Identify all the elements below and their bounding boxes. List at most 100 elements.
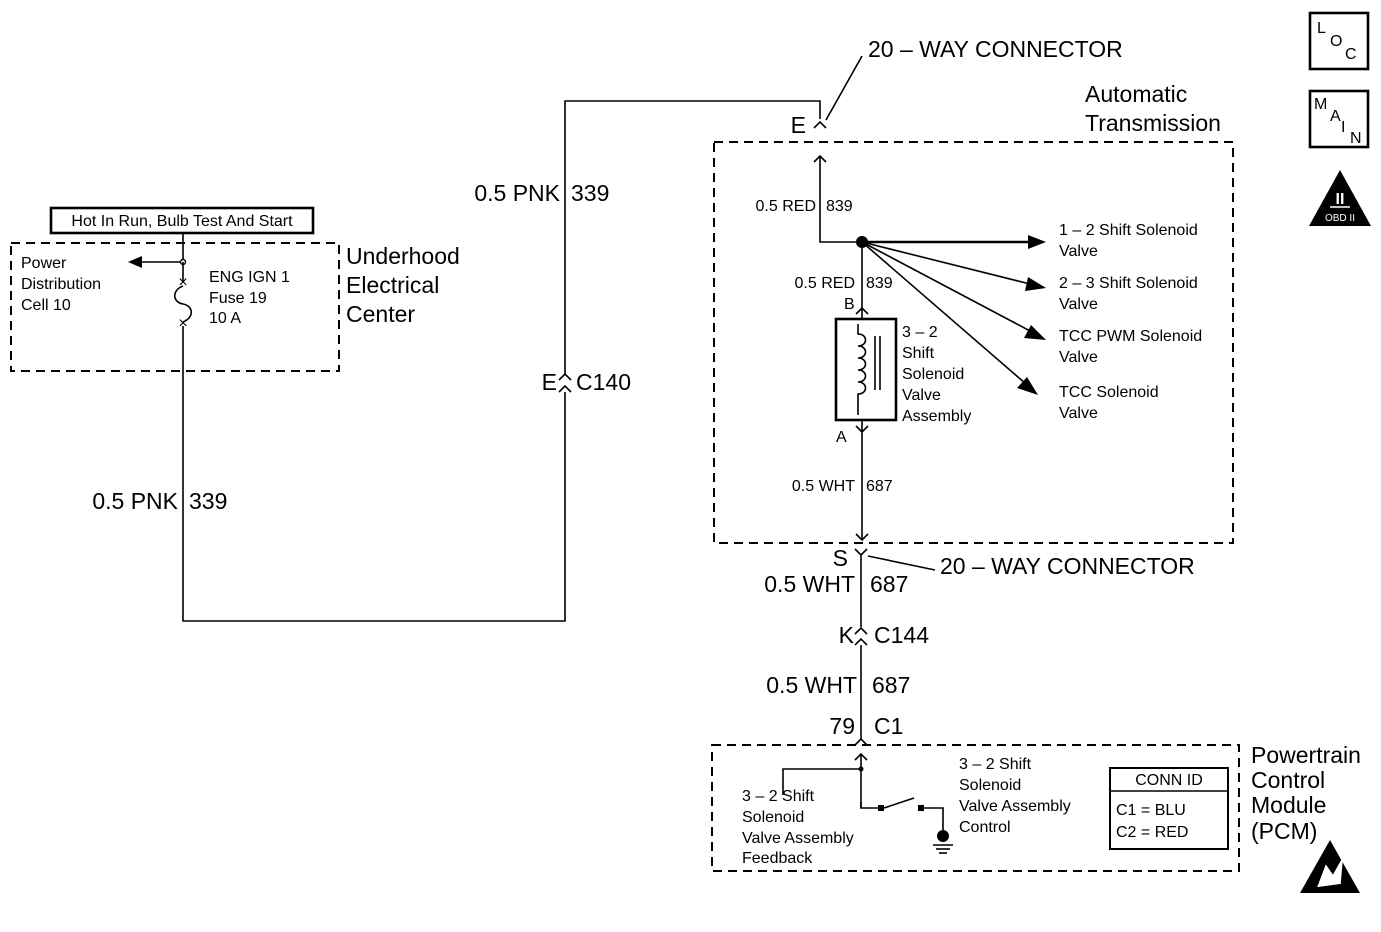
c140-connector-icon: [558, 372, 572, 381]
c1-connector-icon: [854, 737, 868, 746]
solenoid-label-3: Solenoid: [902, 366, 964, 383]
esd-warning-icon: [1300, 840, 1360, 893]
pnk-wire-left-num: 339: [189, 488, 227, 514]
branch-tcc-pwm-wire: [861, 241, 1033, 333]
red-wire-lower-num: 839: [866, 275, 893, 292]
pnk-wire-left-label: 0.5 PNK: [92, 488, 178, 514]
pnk-wire-mid-label: 0.5 PNK: [474, 180, 560, 206]
powertrain-control-module: 3 – 2 Shift Solenoid Valve Assembly Feed…: [711, 742, 1361, 872]
loc-icon[interactable]: L O C: [1308, 11, 1370, 71]
solenoid-assembly-box: [834, 317, 898, 422]
wht-687-circuit: S 20 – WAY CONNECTOR 0.5 WHT 687 K C144 …: [764, 545, 1195, 746]
branch-arrow-icon: [1028, 235, 1046, 249]
auto-trans-label-2: Transmission: [1085, 110, 1221, 136]
svg-text:A: A: [1330, 108, 1341, 125]
branch-2-label-2: Valve: [1059, 296, 1098, 313]
hot-in-run-label: Hot In Run, Bulb Test And Start: [71, 213, 293, 230]
conn-id-c1: C1 = BLU: [1116, 802, 1186, 819]
pin-e-label: E: [791, 112, 806, 138]
pin-b-label: B: [844, 296, 855, 313]
pdc-arrow-icon: [128, 256, 142, 268]
pcm-name-2: Control: [1251, 767, 1325, 793]
feedback-label-4: Feedback: [742, 850, 813, 867]
connector-leader-line: [825, 55, 863, 121]
branch-arrow-icon: [1024, 325, 1046, 340]
pin-s-connector-icon: [854, 548, 868, 557]
pnk-339-circuit: 0.5 PNK 339 0.5 PNK 339 E C140: [92, 100, 821, 622]
control-label-1: 3 – 2 Shift: [959, 756, 1032, 773]
conn-id-c2: C2 = RED: [1116, 824, 1188, 841]
red-wire-upper-num: 839: [826, 198, 853, 215]
switch-contact-icon: [878, 805, 884, 811]
branch-3-label-1: TCC PWM Solenoid: [1059, 328, 1202, 345]
hot-in-run-box: [49, 206, 315, 235]
svg-text:C: C: [1345, 46, 1357, 63]
red-wire-upper: [819, 156, 862, 243]
coil-icon: [857, 324, 867, 415]
pcm-name-1: Powertrain: [1251, 742, 1361, 768]
branch-2-label-1: 2 – 3 Shift Solenoid: [1059, 275, 1198, 292]
c144-connector-icon: [854, 626, 868, 635]
conn-id-title: CONN ID: [1135, 772, 1203, 789]
fuse-label-3: 10 A: [209, 310, 241, 327]
driver-switch-icon: [883, 797, 915, 809]
c144-name: C144: [874, 622, 929, 648]
c140-name: C140: [576, 369, 631, 395]
pnk-wire-upper: [564, 100, 821, 374]
wht-wire-1-num: 687: [870, 571, 908, 597]
obd-ii-icon[interactable]: II OBD II: [1309, 170, 1371, 226]
connector-top-label: 20 – WAY CONNECTOR: [868, 36, 1123, 62]
control-label-2: Solenoid: [959, 777, 1021, 794]
uec-label-2: Electrical: [346, 272, 439, 298]
switch-contact-icon: [918, 805, 924, 811]
solenoid-label-2: Shift: [902, 345, 935, 362]
connector-leader-line: [867, 555, 936, 571]
svg-text:M: M: [1314, 96, 1327, 113]
uec-dashed-box: [10, 242, 340, 372]
branch-1-label-2: Valve: [1059, 243, 1098, 260]
underhood-electrical-center: Hot In Run, Bulb Test And Start Power Di…: [10, 206, 460, 372]
c144-pin: K: [839, 622, 855, 648]
fuse-label-1: ENG IGN 1: [209, 269, 290, 286]
pin-a-label: A: [836, 429, 847, 446]
fuse-label-2: Fuse 19: [209, 290, 267, 307]
wht-wire-inner-num: 687: [866, 478, 893, 495]
pdc-label-3: Cell 10: [21, 297, 71, 314]
main-icon[interactable]: M A I N: [1308, 89, 1370, 149]
control-label-4: Control: [959, 819, 1011, 836]
feedback-label-1: 3 – 2 Shift: [742, 788, 815, 805]
wht-wire-2-label: 0.5 WHT: [766, 672, 857, 698]
branch-2-3-wire: [861, 241, 1031, 285]
feedback-label-2: Solenoid: [742, 809, 804, 826]
c140-pin: E: [542, 369, 557, 395]
svg-text:OBD II: OBD II: [1325, 213, 1355, 224]
top-20-way-connector: E 20 – WAY CONNECTOR: [791, 36, 1123, 138]
ground-node-icon: [937, 830, 949, 842]
auto-trans-dashed-box: [713, 141, 1234, 544]
conn-id-box: [1109, 767, 1229, 850]
svg-text:N: N: [1350, 130, 1362, 147]
svg-text:II: II: [1336, 191, 1345, 208]
branch-1-label-1: 1 – 2 Shift Solenoid: [1059, 222, 1198, 239]
wht-wire-1-label: 0.5 WHT: [764, 571, 855, 597]
solenoid-label-5: Assembly: [902, 408, 971, 425]
branch-tcc-wire: [861, 241, 1027, 385]
uec-label-3: Center: [346, 301, 415, 327]
pcm-name-4: (PCM): [1251, 818, 1317, 844]
svg-text:L: L: [1317, 20, 1326, 37]
pin-e-connector-icon: [813, 120, 827, 129]
branch-3-label-2: Valve: [1059, 349, 1098, 366]
pcm-name-3: Module: [1251, 792, 1326, 818]
c1-name: C1: [874, 713, 903, 739]
svg-text:O: O: [1330, 33, 1342, 50]
c1-pin: 79: [829, 713, 855, 739]
red-wire-upper-label: 0.5 RED: [756, 198, 816, 215]
branch-arrow-icon: [1017, 377, 1038, 395]
branch-4-label-1: TCC Solenoid: [1059, 384, 1159, 401]
fuse-terminal-icon: ×: [178, 274, 187, 291]
pcm-dashed-box: [711, 744, 1240, 872]
uec-label-1: Underhood: [346, 243, 460, 269]
fuse-terminal-icon: ×: [178, 315, 187, 332]
wht-wire-2-num: 687: [872, 672, 910, 698]
automatic-transmission: Automatic Transmission 0.5 RED 839 1 – 2…: [713, 81, 1234, 544]
